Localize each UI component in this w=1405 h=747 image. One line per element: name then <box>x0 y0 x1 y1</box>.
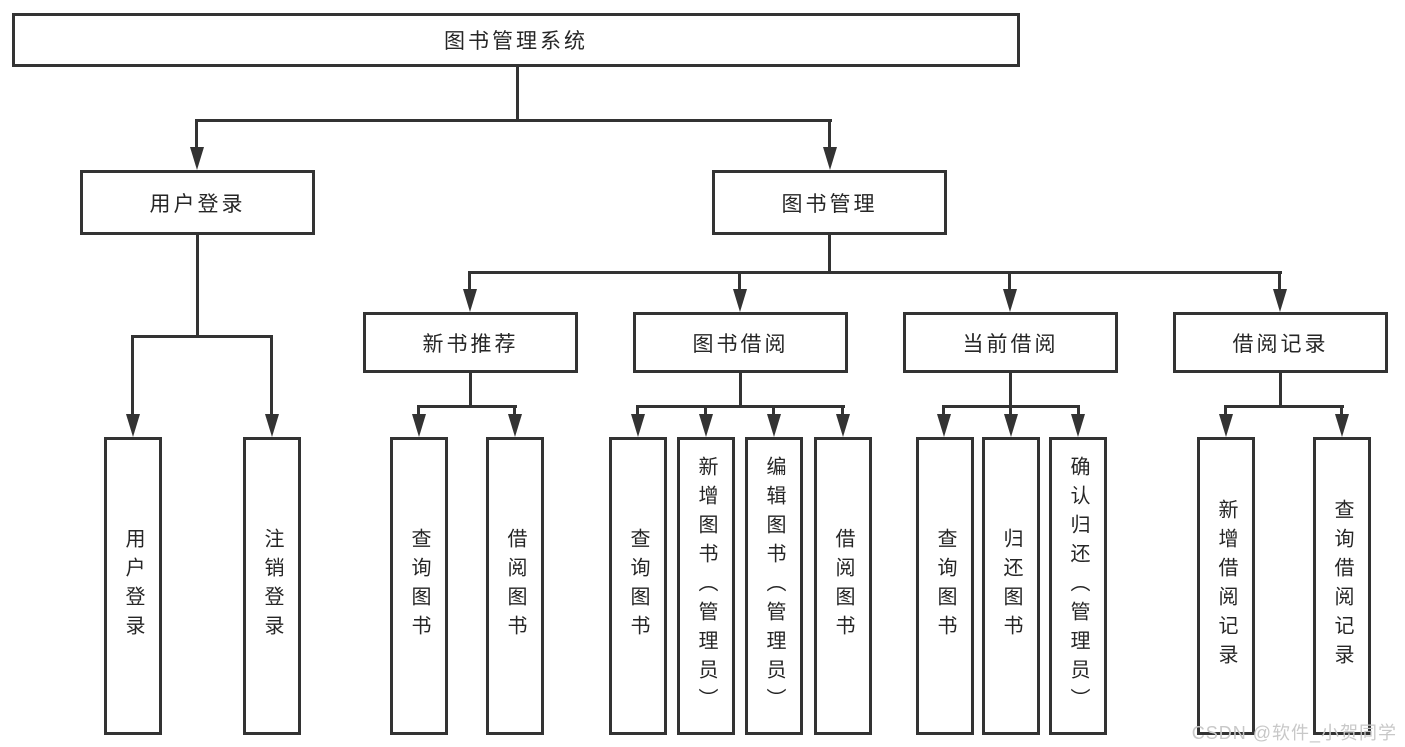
connector-arrowhead <box>508 414 522 437</box>
leaf-add-borrow-record: 新增借阅记录 <box>1197 437 1255 735</box>
connector-arrowhead <box>1335 414 1349 437</box>
connector-line <box>195 119 198 150</box>
connector-arrowhead <box>1004 414 1018 437</box>
node-library-management-system: 图书管理系统 <box>12 13 1020 67</box>
node-user-login: 用户登录 <box>80 170 315 235</box>
leaf-query-book-2: 查询图书 <box>609 437 667 735</box>
connector-arrowhead <box>733 289 747 312</box>
connector-line <box>513 405 516 417</box>
connector-line <box>704 405 707 417</box>
connector-line <box>417 405 517 408</box>
connector-line <box>196 235 199 335</box>
connector-line <box>636 405 845 408</box>
connector-arrowhead <box>767 414 781 437</box>
leaf-query-book-1: 查询图书 <box>390 437 448 735</box>
connector-line <box>772 405 775 417</box>
connector-line <box>270 335 273 417</box>
connector-line <box>417 405 420 417</box>
connector-line <box>942 405 945 417</box>
connector-line <box>1009 373 1012 407</box>
connector-line <box>841 405 844 417</box>
leaf-borrow-book-2: 借阅图书 <box>814 437 872 735</box>
connector-line <box>516 67 519 121</box>
connector-arrowhead <box>836 414 850 437</box>
leaf-query-book-3: 查询图书 <box>916 437 974 735</box>
leaf-user-login: 用户登录 <box>104 437 162 735</box>
csdn-watermark: CSDN @软件_小贺同学 <box>1191 723 1397 743</box>
connector-arrowhead <box>126 414 140 437</box>
connector-line <box>195 119 832 122</box>
connector-arrowhead <box>937 414 951 437</box>
node-new-book-recommendation: 新书推荐 <box>363 312 578 373</box>
connector-arrowhead <box>412 414 426 437</box>
connector-line <box>636 405 639 417</box>
connector-line <box>1340 405 1343 417</box>
leaf-edit-book-admin: 编辑图书（管理员） <box>745 437 803 735</box>
node-borrowing-records: 借阅记录 <box>1173 312 1388 373</box>
leaf-confirm-return-admin: 确认归还（管理员） <box>1049 437 1107 735</box>
connector-arrowhead <box>190 147 204 170</box>
connector-line <box>1224 405 1227 417</box>
connector-line <box>738 271 741 292</box>
connector-arrowhead <box>1219 414 1233 437</box>
leaf-borrow-book-1: 借阅图书 <box>486 437 544 735</box>
node-book-borrowing: 图书借阅 <box>633 312 848 373</box>
connector-line <box>828 235 831 273</box>
connector-line <box>131 335 273 338</box>
connector-line <box>1008 271 1011 292</box>
connector-arrowhead <box>699 414 713 437</box>
connector-line <box>739 373 742 407</box>
connector-arrowhead <box>1003 289 1017 312</box>
leaf-query-borrow-record: 查询借阅记录 <box>1313 437 1371 735</box>
connector-arrowhead <box>823 147 837 170</box>
connector-arrowhead <box>265 414 279 437</box>
leaf-return-book: 归还图书 <box>982 437 1040 735</box>
connector-arrowhead <box>1273 289 1287 312</box>
connector-line <box>468 271 471 292</box>
node-book-management: 图书管理 <box>712 170 947 235</box>
connector-arrowhead <box>631 414 645 437</box>
connector-line <box>468 271 1282 274</box>
connector-line <box>1077 405 1080 417</box>
connector-arrowhead <box>463 289 477 312</box>
connector-arrowhead <box>1071 414 1085 437</box>
connector-line <box>1279 373 1282 407</box>
leaf-logout: 注销登录 <box>243 437 301 735</box>
connector-line <box>1224 405 1344 408</box>
node-current-borrowing: 当前借阅 <box>903 312 1118 373</box>
connector-line <box>1278 271 1281 292</box>
connector-line <box>469 373 472 407</box>
connector-line <box>1009 405 1012 417</box>
connector-line <box>131 335 134 417</box>
connector-line <box>828 119 831 150</box>
leaf-add-book-admin: 新增图书（管理员） <box>677 437 735 735</box>
